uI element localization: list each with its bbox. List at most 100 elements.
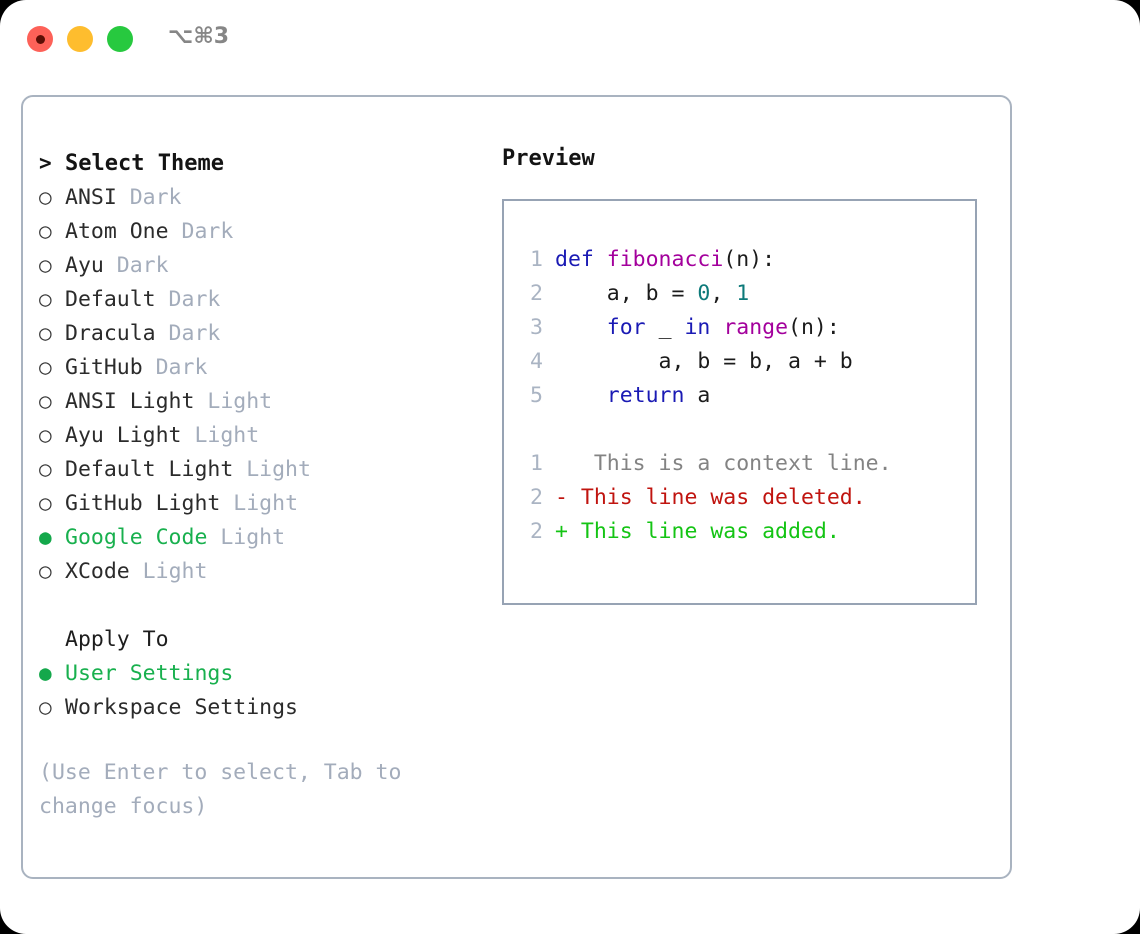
- theme-option-name: Default Light: [65, 456, 234, 482]
- theme-option-variant: Light: [194, 388, 273, 414]
- code-token: range: [723, 315, 789, 340]
- theme-option-name: XCode: [65, 558, 130, 584]
- diff-text: This line was deleted.: [567, 485, 866, 510]
- apply-to-heading: Apply To: [39, 622, 499, 656]
- apply-to-option-label: User Settings: [65, 660, 234, 686]
- radio-unselected-icon: ○: [39, 388, 52, 413]
- code-token: [555, 383, 607, 408]
- radio-unselected-icon: ○: [39, 694, 52, 719]
- diff-marker: -: [555, 485, 568, 510]
- radio-selected-icon: ●: [39, 524, 52, 549]
- code-token: in: [684, 315, 711, 340]
- theme-option-dracula[interactable]: ○Dracula Dark: [39, 316, 499, 350]
- theme-option-google-code[interactable]: ●Google Code Light: [39, 520, 499, 554]
- diff-marker: [555, 451, 568, 476]
- traffic-lights: [27, 26, 133, 52]
- theme-option-ayu-light[interactable]: ○ Ayu Light Light: [39, 418, 499, 452]
- code-token: a, b =: [555, 281, 698, 306]
- diff-line: 1 This is a context line.: [517, 447, 892, 481]
- theme-option-name: Default: [65, 286, 156, 312]
- theme-option-name: GitHub Light: [65, 490, 221, 516]
- select-theme-heading: >Select Theme: [39, 146, 499, 180]
- radio-unselected-icon: ○: [39, 286, 52, 311]
- radio-unselected-icon: ○: [39, 218, 52, 243]
- diff-line: 2- This line was deleted.: [517, 481, 892, 515]
- theme-option-ansi[interactable]: ○ANSI Dark: [39, 180, 499, 214]
- theme-option-variant: Light: [181, 422, 260, 448]
- theme-option-ayu[interactable]: ○ Ayu Dark: [39, 248, 499, 282]
- select-theme-heading-label: Select Theme: [65, 150, 224, 176]
- radio-selected-icon: ●: [39, 660, 52, 685]
- code-token: a, b = b, a + b: [555, 349, 853, 374]
- theme-option-variant: Dark: [103, 252, 169, 278]
- theme-option-variant: Light: [233, 456, 311, 482]
- code-token: [555, 315, 607, 340]
- theme-option-name: Ayu: [65, 252, 104, 278]
- close-button-icon[interactable]: [27, 26, 53, 52]
- minimize-button-icon[interactable]: [67, 26, 93, 52]
- apply-to-option-workspace-settings[interactable]: ○ Workspace Settings: [39, 690, 499, 724]
- code-line: 2 a, b = 0, 1: [517, 277, 892, 311]
- radio-unselected-icon: ○: [39, 184, 52, 209]
- code-token: ,: [710, 281, 737, 306]
- keyboard-hint: (Use Enter to select, Tab to change focu…: [39, 760, 402, 819]
- theme-option-github[interactable]: ○ GitHub Dark: [39, 350, 499, 384]
- title-bar: ⌥⌘3: [0, 0, 1140, 78]
- theme-option-github-light[interactable]: ○GitHub Light Light: [39, 486, 499, 520]
- code-token: [710, 315, 723, 340]
- theme-option-variant: Light: [207, 524, 286, 550]
- theme-option-xcode[interactable]: ○ XCode Light: [39, 554, 499, 588]
- code-line-number: 2: [530, 281, 543, 306]
- theme-option-variant: Dark: [168, 218, 234, 244]
- code-line-number: 3: [530, 315, 543, 340]
- theme-option-variant: Light: [129, 558, 208, 584]
- apply-to-options: ● User Settings ○ Workspace Settings: [39, 656, 499, 724]
- radio-unselected-icon: ○: [39, 320, 52, 345]
- radio-unselected-icon: ○: [39, 456, 52, 481]
- list-spacer: [39, 588, 499, 622]
- code-line: 4 a, b = b, a + b: [517, 345, 892, 379]
- code-token: for: [606, 315, 646, 340]
- diff-line-number: 2: [530, 485, 543, 510]
- diff-marker: +: [555, 519, 568, 544]
- theme-option-ansi-light[interactable]: ○ ANSI Light Light: [39, 384, 499, 418]
- code-blank-line: [517, 413, 892, 447]
- maximize-button-icon[interactable]: [107, 26, 133, 52]
- code-token: _: [645, 315, 685, 340]
- radio-unselected-icon: ○: [39, 354, 52, 379]
- code-line-number: 4: [530, 349, 543, 374]
- theme-list: ○ANSI Dark○Atom One Dark○Ayu Dark○Defaul…: [39, 180, 499, 588]
- theme-option-default-light[interactable]: ○ Default Light Light: [39, 452, 499, 486]
- content-panel: >Select Theme ○ANSI Dark○Atom One Dark○A…: [21, 95, 1012, 879]
- code-token: 1: [736, 281, 750, 306]
- code-token: def: [555, 247, 607, 272]
- diff-text: This is a context line.: [567, 451, 892, 476]
- radio-unselected-icon: ○: [39, 252, 52, 277]
- diff-line-number: 2: [530, 519, 543, 544]
- theme-option-name: Ayu Light: [65, 422, 182, 448]
- theme-option-variant: Dark: [142, 354, 208, 380]
- code-token: fibonacci: [606, 247, 724, 272]
- theme-option-variant: Dark: [155, 286, 221, 312]
- theme-option-name: Atom One: [65, 218, 169, 244]
- code-line: 3 for _ in range(n):: [517, 311, 892, 345]
- radio-unselected-icon: ○: [39, 422, 52, 447]
- radio-unselected-icon: ○: [39, 558, 52, 583]
- apply-to-option-label: Workspace Settings: [65, 694, 298, 720]
- theme-option-atom-one[interactable]: ○ Atom One Dark: [39, 214, 499, 248]
- theme-option-variant: Dark: [155, 320, 221, 346]
- code-token: (n):: [788, 315, 840, 340]
- code-token: 0: [697, 281, 711, 306]
- diff-line: 2+ This line was added.: [517, 515, 892, 549]
- preview-title: Preview: [502, 146, 595, 171]
- theme-option-default[interactable]: ○ Default Dark: [39, 282, 499, 316]
- code-line-number: 5: [530, 383, 543, 408]
- theme-option-name: GitHub: [65, 354, 143, 380]
- theme-picker: >Select Theme ○ANSI Dark○Atom One Dark○A…: [39, 146, 499, 824]
- apply-to-option-user-settings[interactable]: ● User Settings: [39, 656, 499, 690]
- theme-option-name: ANSI Light: [65, 388, 195, 414]
- theme-option-variant: Light: [220, 490, 299, 516]
